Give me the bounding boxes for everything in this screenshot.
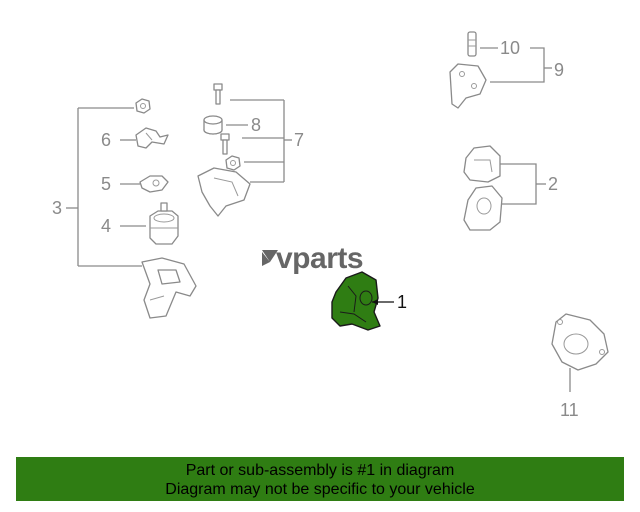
callout-3[interactable]: 3: [52, 198, 62, 218]
engine-mount-4-part[interactable]: [149, 202, 179, 245]
callout-8[interactable]: 8: [251, 115, 261, 135]
callout-1[interactable]: 1: [397, 292, 407, 312]
callout-11[interactable]: 11: [560, 400, 579, 420]
callout-10[interactable]: 10: [500, 38, 520, 58]
group-7-leader: [230, 99, 292, 183]
brand-text: vparts: [276, 242, 363, 275]
callout-2[interactable]: 2: [548, 174, 558, 194]
footer-line-2: Diagram may not be specific to your vehi…: [165, 481, 475, 498]
nut-7-part[interactable]: [225, 155, 241, 171]
flange-nut-part[interactable]: [135, 98, 151, 114]
leader-1-arrow: [372, 299, 378, 305]
bracket-5-part[interactable]: [139, 175, 169, 193]
callout-9[interactable]: 9: [554, 60, 564, 80]
engine-mount-1-part[interactable]: [331, 271, 381, 331]
bushing-8-part[interactable]: [203, 115, 223, 135]
bolt-washer-part[interactable]: [220, 133, 230, 155]
group-3-leader: [66, 107, 142, 267]
group-9-leader: [490, 47, 552, 83]
brand-logo: vparts: [262, 242, 364, 275]
stud-10-part[interactable]: [467, 31, 477, 57]
callout-4[interactable]: 4: [101, 216, 111, 236]
callout-6[interactable]: 6: [101, 130, 111, 150]
insulator-lower-part[interactable]: [463, 185, 503, 231]
mount-11-part[interactable]: [551, 313, 609, 371]
callout-5[interactable]: 5: [101, 174, 111, 194]
mount-bracket-part[interactable]: [141, 257, 197, 319]
footer-banner: Part or sub-assembly is #1 in diagram Di…: [16, 457, 624, 501]
group-2-leader: [500, 163, 546, 205]
mount-bracket-7-part[interactable]: [197, 167, 251, 217]
bracket-9-part[interactable]: [449, 63, 487, 109]
insulator-upper-part[interactable]: [463, 145, 501, 183]
bolt-part[interactable]: [213, 83, 223, 105]
bracket-6-part[interactable]: [135, 127, 169, 149]
footer-line-1: Part or sub-assembly is #1 in diagram: [185, 462, 455, 479]
callout-7[interactable]: 7: [294, 130, 304, 150]
